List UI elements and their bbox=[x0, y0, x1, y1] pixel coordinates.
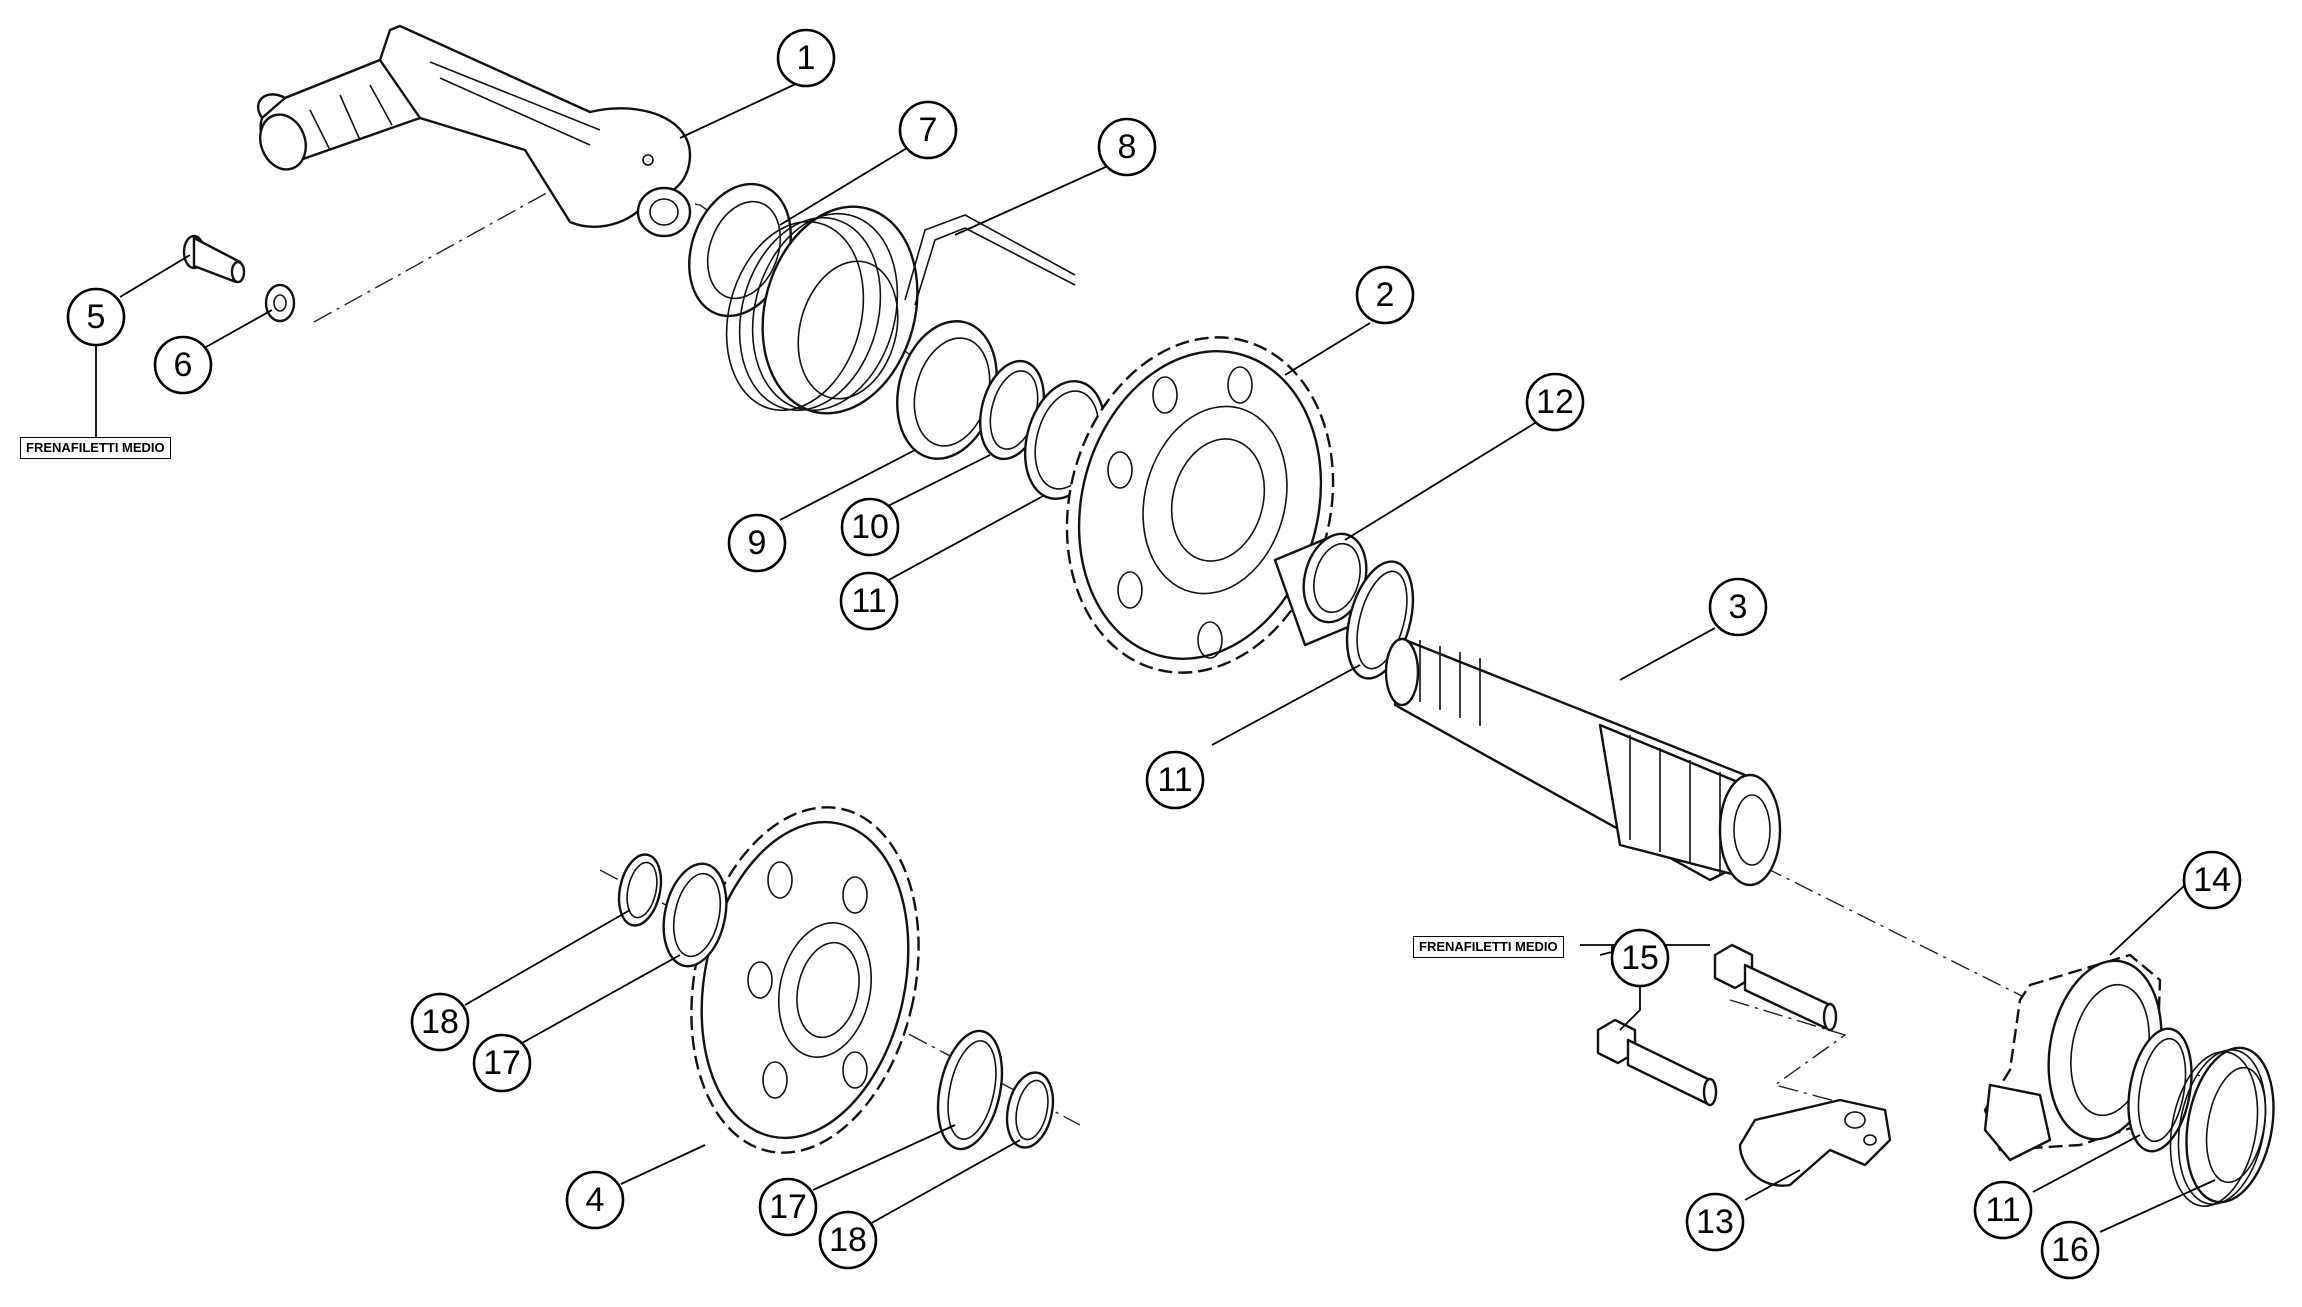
svg-text:18: 18 bbox=[421, 1003, 459, 1041]
circlip-part-18-b bbox=[1005, 1071, 1055, 1149]
svg-text:1: 1 bbox=[797, 39, 816, 77]
callout-3: 3 bbox=[1708, 577, 1768, 637]
svg-text:4: 4 bbox=[586, 1181, 605, 1219]
callout-18-b: 18 bbox=[818, 1210, 878, 1270]
svg-text:14: 14 bbox=[2193, 861, 2231, 899]
callout-10: 10 bbox=[840, 497, 900, 557]
callout-6: 6 bbox=[153, 335, 213, 395]
svg-text:15: 15 bbox=[1621, 939, 1659, 977]
screw-part-15-upper bbox=[1713, 943, 1838, 1032]
svg-text:18: 18 bbox=[829, 1221, 867, 1259]
callout-11-b: 11 bbox=[1145, 750, 1205, 810]
svg-text:13: 13 bbox=[1696, 1203, 1734, 1241]
callout-7: 7 bbox=[898, 100, 958, 160]
callout-1: 1 bbox=[776, 28, 836, 88]
assembly-axes bbox=[313, 179, 2221, 1126]
svg-text:3: 3 bbox=[1729, 588, 1748, 626]
bolt-part-5 bbox=[182, 234, 246, 284]
svg-text:17: 17 bbox=[769, 1188, 807, 1226]
kickstart-lever bbox=[256, 24, 692, 238]
svg-text:9: 9 bbox=[748, 524, 767, 562]
ratchet-plate-part-13 bbox=[1738, 1098, 1892, 1187]
callout-17-a: 17 bbox=[472, 1033, 532, 1093]
callout-17-b: 17 bbox=[758, 1177, 818, 1237]
callout-5: 5 bbox=[66, 287, 126, 347]
idle-gear-part-2 bbox=[1065, 336, 1335, 674]
callout-14: 14 bbox=[2182, 850, 2242, 910]
svg-text:6: 6 bbox=[174, 346, 193, 384]
callout-16: 16 bbox=[2040, 1220, 2100, 1280]
circlip-part-18-a bbox=[617, 853, 663, 927]
bushing-part-12 bbox=[1273, 532, 1368, 647]
svg-text:16: 16 bbox=[2051, 1231, 2089, 1269]
threadlocker-note-right: FRENAFILETTI MEDIO bbox=[1413, 936, 1564, 958]
washer-part-6 bbox=[264, 283, 296, 323]
callout-12: 12 bbox=[1525, 372, 1585, 432]
svg-text:8: 8 bbox=[1118, 128, 1137, 166]
svg-text:11: 11 bbox=[1157, 761, 1192, 799]
threadlocker-note-left: FRENAFILETTI MEDIO bbox=[20, 437, 171, 459]
svg-text:2: 2 bbox=[1376, 276, 1395, 314]
callout-13: 13 bbox=[1685, 1192, 1745, 1252]
callout-4: 4 bbox=[565, 1170, 625, 1230]
svg-text:11: 11 bbox=[851, 582, 886, 620]
callout-9: 9 bbox=[727, 513, 787, 573]
washer-part-17-b bbox=[936, 1029, 1004, 1151]
gear-part-4 bbox=[690, 806, 920, 1154]
washer-part-17-a bbox=[662, 862, 728, 968]
kickstart-shaft-part-3 bbox=[1384, 637, 1782, 887]
svg-text:12: 12 bbox=[1536, 383, 1574, 421]
svg-text:10: 10 bbox=[851, 508, 889, 546]
spring-part-16 bbox=[2169, 1046, 2275, 1207]
svg-text:7: 7 bbox=[919, 111, 938, 149]
svg-text:5: 5 bbox=[87, 298, 106, 336]
thrust-washer-part-11-c bbox=[2127, 1027, 2193, 1153]
ratchet-part-14 bbox=[1983, 953, 2163, 1162]
callout-8: 8 bbox=[1097, 117, 1157, 177]
svg-text:11: 11 bbox=[1985, 1191, 2020, 1229]
callout-18-a: 18 bbox=[410, 992, 470, 1052]
callout-15: 15 bbox=[1610, 928, 1670, 988]
svg-text:17: 17 bbox=[483, 1044, 521, 1082]
leader-lines bbox=[95, 81, 2216, 1233]
callout-11-c: 11 bbox=[1973, 1180, 2033, 1240]
callout-11-a: 11 bbox=[839, 571, 899, 631]
screw-part-15-lower bbox=[1596, 1018, 1718, 1107]
callout-2: 2 bbox=[1355, 265, 1415, 325]
spring-part-8 bbox=[725, 205, 1076, 415]
